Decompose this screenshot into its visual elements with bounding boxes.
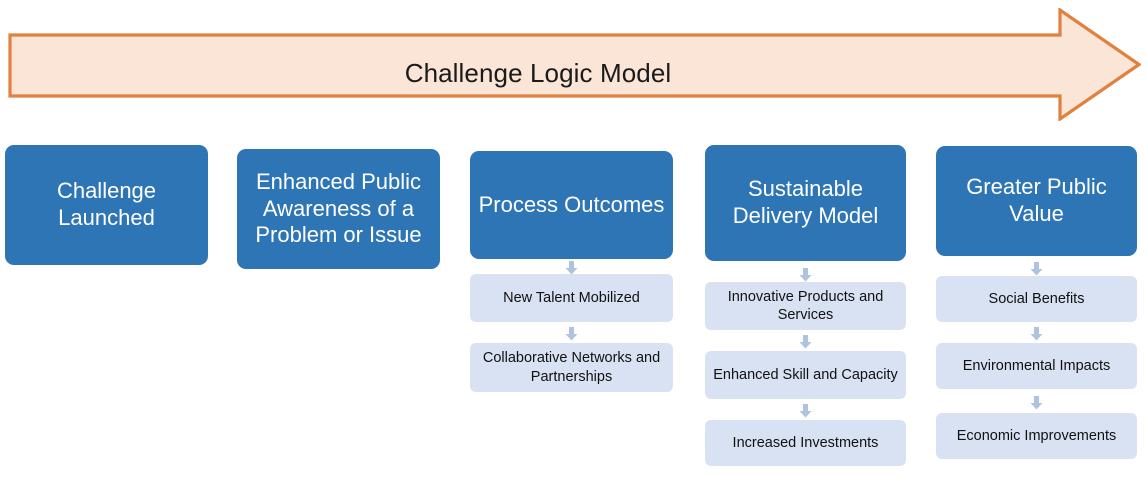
right-arrow-banner-icon (8, 8, 1141, 121)
banner-arrow: Challenge Logic Model (8, 8, 1141, 121)
sub-box-innovative-products-and-services[interactable]: Innovative Products and Services (705, 282, 906, 330)
connector-arrow-down (1030, 262, 1043, 276)
page-title: Challenge Logic Model (404, 57, 672, 88)
main-box-greater-public-value[interactable]: Greater Public Value (936, 146, 1137, 256)
connector-arrow-down (799, 404, 812, 418)
connector-arrow-down (565, 327, 578, 341)
sub-box-economic-improvements[interactable]: Economic Improvements (936, 413, 1137, 459)
connector-arrow-down (1030, 327, 1043, 341)
main-box-challenge-launched[interactable]: Challenge Launched (5, 145, 208, 265)
main-box-enhanced-public-awareness[interactable]: Enhanced Public Awareness of a Problem o… (237, 149, 440, 269)
main-box-process-outcomes[interactable]: Process Outcomes (470, 151, 673, 259)
connector-arrow-down (799, 268, 812, 282)
sub-box-collaborative-networks[interactable]: Collaborative Networks and Partnerships (470, 343, 673, 392)
sub-box-social-benefits[interactable]: Social Benefits (936, 276, 1137, 322)
main-box-sustainable-delivery-model[interactable]: Sustainable Delivery Model (705, 145, 906, 261)
sub-box-enhanced-skill-and-capacity[interactable]: Enhanced Skill and Capacity (705, 351, 906, 399)
connector-arrow-down (799, 335, 812, 349)
sub-box-environmental-impacts[interactable]: Environmental Impacts (936, 343, 1137, 389)
connector-arrow-down (1030, 396, 1043, 410)
connector-arrow-down (565, 261, 578, 275)
sub-box-increased-investments[interactable]: Increased Investments (705, 420, 906, 466)
sub-box-new-talent-mobilized[interactable]: New Talent Mobilized (470, 274, 673, 322)
